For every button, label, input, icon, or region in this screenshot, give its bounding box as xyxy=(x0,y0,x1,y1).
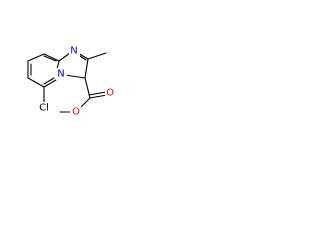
bond xyxy=(89,94,108,99)
structure-diagram: Cl N N O O xyxy=(0,0,152,152)
nitrogen-bridge-label: N xyxy=(56,68,67,80)
atom-o-carbonyl: O xyxy=(106,88,114,99)
bond xyxy=(79,97,91,109)
nitrogen-imine-label: N xyxy=(69,45,80,57)
bond xyxy=(43,53,60,62)
chlorine-label: Cl xyxy=(36,102,52,114)
bond xyxy=(43,79,57,88)
atom-n-bridge: N xyxy=(57,69,64,80)
bond xyxy=(88,91,107,96)
oxygen-carbonyl-label: O xyxy=(105,87,116,99)
bond xyxy=(79,55,87,61)
atom-o-ester: O xyxy=(72,107,80,118)
bond xyxy=(43,55,57,62)
oxygen-ester-label: O xyxy=(70,106,81,118)
bond xyxy=(58,52,71,62)
bond xyxy=(27,77,45,88)
bond xyxy=(87,52,107,60)
bond xyxy=(27,53,45,62)
bond xyxy=(64,74,86,79)
atom-cl: Cl xyxy=(39,103,49,114)
bond xyxy=(56,60,60,70)
atom-labels: Cl N N O O xyxy=(36,45,116,118)
molecule-drawing: Cl N N O O xyxy=(27,45,116,118)
bond xyxy=(43,77,55,85)
bond xyxy=(84,58,89,79)
atom-n-imine: N xyxy=(70,46,77,57)
